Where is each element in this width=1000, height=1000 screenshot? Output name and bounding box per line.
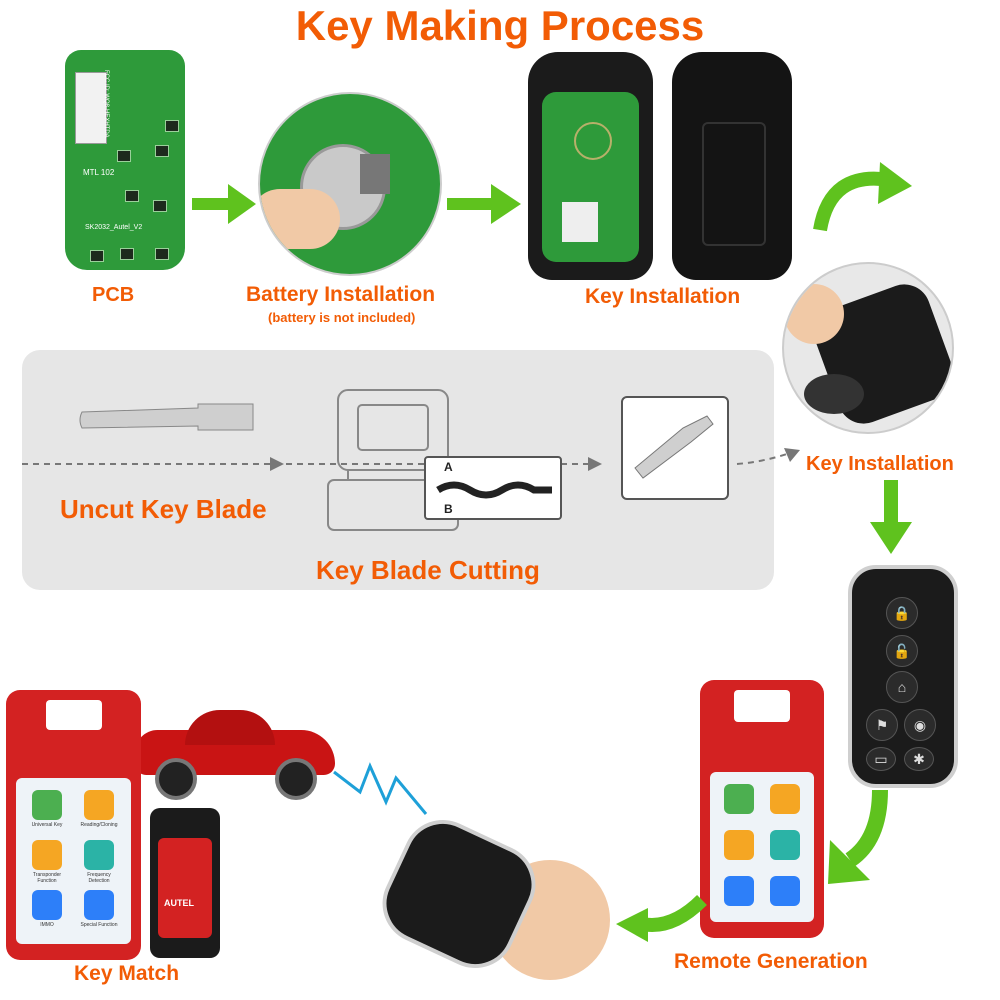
trunk-icon: ⌂ — [886, 671, 918, 703]
unlock-icon: 🔓 — [886, 635, 918, 667]
marker-b: B — [444, 502, 453, 516]
app-label-special-function: Special Function — [80, 922, 118, 928]
lock-icon: 🔒 — [886, 597, 918, 629]
label-remote-generation: Remote Generation — [674, 950, 868, 973]
label-uncut-key-blade: Uncut Key Blade — [60, 494, 267, 524]
app-label-reading-cloning: Reading/Cloning — [80, 822, 118, 828]
page-title: Key Making Process — [295, 2, 705, 49]
label-pcb: PCB — [92, 284, 135, 306]
label-key-match: Key Match — [74, 962, 180, 985]
red-car — [135, 700, 335, 800]
pcb-board: FCC ID: WQ8-HEXHTDA MTL 102 SK2032_Autel… — [65, 50, 185, 270]
label-battery-installation: Battery Installation — [246, 283, 436, 306]
marker-a: A — [444, 460, 453, 474]
remote-fob-large: 🔒 🔓 ⌂ ⚑ ◉ ▭ ✱ — [848, 565, 958, 788]
key-shell-open — [528, 52, 653, 280]
car-icon: ⚑ — [866, 709, 898, 741]
label-key-installation-2: Key Installation — [806, 453, 954, 475]
pcb-text-4: SK2032_Autel_V2 — [85, 224, 143, 231]
start-icon: ◉ — [904, 709, 936, 741]
app-immo-icon[interactable] — [32, 890, 62, 920]
app-label-transponder: Transponder Function — [32, 872, 62, 884]
left-arrow-icon — [616, 894, 707, 942]
app-label-frequency: Frequency Detection — [87, 872, 111, 884]
light-icon: ✱ — [904, 747, 934, 771]
arrow-right-icon — [192, 184, 256, 224]
pcb-text-3: MTL 102 — [83, 168, 115, 177]
obd-brand: AUTEL — [164, 898, 194, 908]
key-installation-photo — [782, 262, 954, 434]
app-reading-cloning-icon[interactable] — [84, 790, 114, 820]
rotate-arrow-icon — [813, 162, 912, 232]
cutting-profile-inset: A B — [424, 456, 562, 520]
app-frequency-icon[interactable] — [84, 840, 114, 870]
app-label-immo: IMMO — [40, 922, 54, 928]
app-label-universal-key: Universal Key — [31, 822, 63, 828]
pcb-text-1: FCC ID: WQ8-HEXHTDA — [103, 70, 109, 138]
uncut-key-blade — [79, 403, 254, 431]
app-transponder-icon[interactable] — [32, 840, 62, 870]
label-battery-note: (battery is not included) — [268, 310, 416, 325]
label-key-blade-cutting: Key Blade Cutting — [316, 555, 540, 585]
obd-dongle: AUTEL — [150, 808, 220, 958]
battery-installation-photo — [258, 92, 442, 276]
key-tool-tablet-right — [700, 680, 824, 938]
hand-holding-fob — [369, 806, 620, 990]
cut-key-inset — [621, 396, 729, 500]
key-tool-tablet-left: Universal Key Reading/Cloning Transponde… — [6, 690, 141, 960]
app-special-function-icon[interactable] — [84, 890, 114, 920]
arrow-right-icon — [447, 184, 521, 224]
arrow-down-icon — [870, 480, 912, 554]
process-dashed-line — [22, 448, 800, 471]
label-key-installation-1: Key Installation — [585, 285, 741, 308]
car-front-icon: ▭ — [866, 747, 896, 771]
key-shell-back — [672, 52, 792, 280]
app-universal-key-icon[interactable] — [32, 790, 62, 820]
signal-wave-icon — [333, 762, 428, 815]
curved-arrow-icon — [828, 789, 888, 884]
